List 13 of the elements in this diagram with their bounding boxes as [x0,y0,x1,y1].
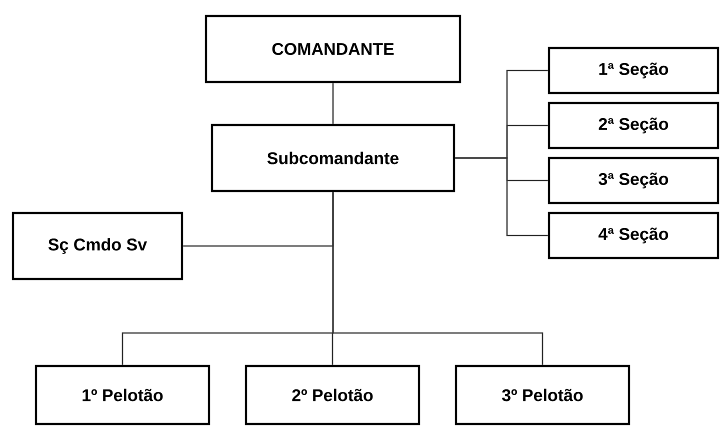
org-box: 2ª Seção [548,102,720,150]
org-box: 3º Pelotão [454,364,630,426]
org-box: 1ª Seção [548,46,720,94]
org-box: COMANDANTE [204,14,462,84]
org-box: 1º Pelotão [34,364,210,426]
org-box: 4ª Seção [548,212,720,260]
connector-line [455,157,548,236]
connector-line [332,83,334,124]
org-box: 2º Pelotão [244,364,420,426]
org-box: Subcomandante [210,124,456,192]
org-box: 3ª Seção [548,156,720,204]
connector-line [332,192,544,365]
org-box: Sç Cmdo Sv [12,212,184,280]
